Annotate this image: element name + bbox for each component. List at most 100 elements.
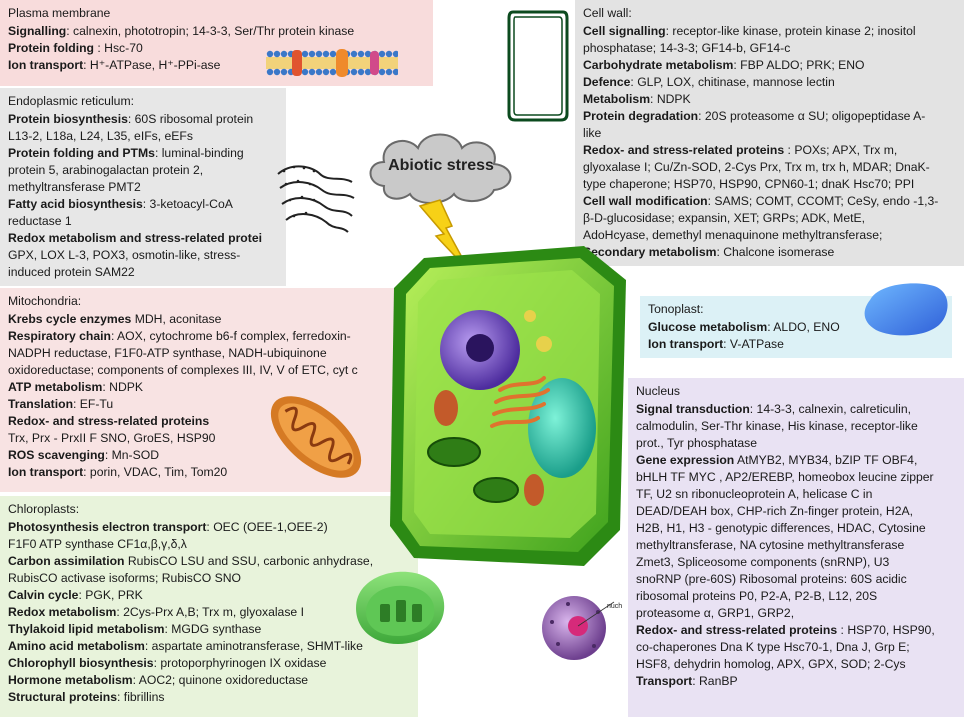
category-label: Gene expression — [636, 453, 735, 467]
tonoplast-icon — [864, 283, 948, 336]
entry-line: Gene expression AtMYB2, MYB34, bZIP TF O… — [636, 452, 956, 469]
protein-list: L13-2, L18a, L24, L35, eIFs, eEFs — [8, 129, 193, 143]
entry-line: Redox- and stress-related proteins — [8, 413, 406, 430]
entry-line: induced protein SAM22 — [8, 264, 278, 281]
nucleus-title: Nucleus — [636, 384, 681, 398]
entry-line: Structural proteins: fibrillins — [8, 689, 410, 706]
protein-list: reductase 1 — [8, 214, 72, 228]
nucleus-icon — [542, 596, 615, 660]
entry-line: Glucose metabolism: ALDO, ENO — [648, 319, 944, 336]
protein-list: Trx, Prx - PrxII F SNO, GroES, HSP90 — [8, 431, 216, 445]
protein-list: methyltransferase, NA cytosine methyltra… — [636, 538, 905, 552]
category-label: Defence — [583, 75, 631, 89]
category-label: Redox- and stress-related proteins — [636, 623, 838, 637]
protein-list: HSF8, dehydrin homolog, APX, GPX, SOD; 2… — [636, 657, 906, 671]
entry-line: Signal transduction: 14-3-3, calnexin, c… — [636, 401, 956, 418]
category-label: Protein folding — [8, 41, 94, 55]
protein-list: : receptor-like kinase, protein kinase 2… — [665, 24, 916, 38]
entry-line: Protein folding and PTMs: luminal-bindin… — [8, 145, 278, 162]
entry-line: snoRNP (pre-60S) Ribosomal proteins: 60S… — [636, 571, 956, 588]
category-label: Thylakoid lipid metabolism — [8, 622, 165, 636]
protein-list: oxidoreductase; components of complexes … — [8, 363, 358, 377]
protein-list: GPX, LOX L-3, POX3, osmotin-like, stress… — [8, 248, 241, 262]
stress-cloud-icon — [369, 133, 512, 204]
entry-line: Zmet3, Spliceosome components (snRNP), U… — [636, 554, 956, 571]
entry-line: Defence: GLP, LOX, chitinase, mannose le… — [583, 74, 956, 91]
protein-list: methyltransferase PMT2 — [8, 180, 141, 194]
protein-list: : EF-Tu — [73, 397, 114, 411]
category-label: Photosynthesis electron transport — [8, 520, 207, 534]
entry-line: NADPH reductase, F1F0-ATP synthase, NADH… — [8, 345, 406, 362]
entry-line: Protein degradation: 20S proteasome α SU… — [583, 108, 956, 125]
chloroplasts-title: Chloroplasts: — [8, 502, 80, 516]
protein-list: TF, U2 sn ribonucleoprotein A, helicase … — [636, 487, 873, 501]
entry-line: type chaperone; HSP70, HSP90, CPN60-1; d… — [583, 176, 956, 193]
protein-list: MDH, aconitase — [131, 312, 222, 326]
category-label: Protein degradation — [583, 109, 699, 123]
protein-list: : FBP ALDO; PRK; ENO — [733, 58, 865, 72]
entry-line: like — [583, 125, 956, 142]
protein-list: AdoHcyase, demethyl menaquinone methyltr… — [583, 228, 883, 242]
entry-line: proteasome α, GRP1, GRP2, — [636, 605, 956, 622]
protein-list: NADPH reductase, F1F0-ATP synthase, NADH… — [8, 346, 327, 360]
category-label: ATP metabolism — [8, 380, 103, 394]
protein-list: : NDPK — [102, 380, 144, 394]
category-label: Structural proteins — [8, 690, 118, 704]
protein-list: : SAMS; COMT, CCOMT; CeSy, endo -1,3- — [707, 194, 939, 208]
endoplasmic-reticulum-panel: Endoplasmic reticulum: Protein biosynthe… — [0, 88, 286, 286]
protein-list: protein 5, arabinogalactan protein 2, — [8, 163, 204, 177]
protein-list: : calnexin, phototropin; 14-3-3, Ser/Thr… — [66, 24, 355, 38]
category-label: Chlorophyll biosynthesis — [8, 656, 154, 670]
entry-line: Cell wall modification: SAMS; COMT, CCOM… — [583, 193, 956, 210]
protein-list: RubisCO LSU and SSU, carbonic anhydrase, — [124, 554, 374, 568]
entry-line: Trx, Prx - PrxII F SNO, GroES, HSP90 — [8, 430, 406, 447]
protein-list: type chaperone; HSP70, HSP90, CPN60-1; d… — [583, 177, 915, 191]
entry-line: oxidoreductase; components of complexes … — [8, 362, 406, 379]
entry-line: methyltransferase PMT2 — [8, 179, 278, 196]
protein-list: : 14-3-3, calnexin, calreticulin, — [749, 402, 911, 416]
category-label: Redox metabolism and stress-related prot… — [8, 231, 262, 245]
endoplasmic-reticulum-icon — [277, 165, 355, 233]
entry-line: glyoxalase I; Cu/Zn-SOD, 2-Cys Prx, Trx … — [583, 159, 956, 176]
category-label: Protein biosynthesis — [8, 112, 128, 126]
category-label: Hormone metabolism — [8, 673, 133, 687]
category-label: Amino acid metabolism — [8, 639, 145, 653]
cell-wall-title: Cell wall: — [583, 6, 632, 20]
protein-list: co-chaperones Dna K type Hsc70-1, Dna J,… — [636, 640, 910, 654]
protein-list: phosphatase; 14-3-3; GF14-b, GF14-c — [583, 41, 791, 55]
protein-list: : V-ATPase — [723, 337, 784, 351]
entry-line: ROS scavenging: Mn-SOD — [8, 447, 406, 464]
entry-line: TF, U2 sn ribonucleoprotein A, helicase … — [636, 486, 956, 503]
category-label: Redox- and stress-related proteins — [583, 143, 785, 157]
entry-line: phosphatase; 14-3-3; GF14-b, GF14-c — [583, 40, 956, 57]
protein-list: Zmet3, Spliceosome components (snRNP), U… — [636, 555, 890, 569]
lipid-bilayer-icon — [266, 49, 398, 77]
chloroplasts-panel: Chloroplasts: Photosynthesis electron tr… — [0, 496, 418, 717]
mitochondrion-icon — [270, 396, 362, 478]
entry-line: Calvin cycle: PGK, PRK — [8, 587, 410, 604]
protein-list: : AOX, cytochrome b6-f complex, ferredox… — [110, 329, 351, 343]
protein-list: : Chalcone isomerase — [716, 245, 835, 259]
entry-line: Ion transport: V-ATPase — [648, 336, 944, 353]
category-label: Redox- and stress-related proteins — [8, 414, 210, 428]
entry-line: Hormone metabolism: AOC2; quinone oxidor… — [8, 672, 410, 689]
protein-list: proteasome α, GRP1, GRP2, — [636, 606, 795, 620]
entry-line: H2B, H1, H3 - genotypic differences, HDA… — [636, 520, 956, 537]
protein-list: : 20S proteasome α SU; oligopeptidase A- — [698, 109, 926, 123]
tonoplast-title: Tonoplast: — [648, 302, 704, 316]
entry-line: Amino acid metabolism: aspartate aminotr… — [8, 638, 410, 655]
protein-list: : 2Cys-Prx A,B; Trx m, glyoxalase I — [116, 605, 304, 619]
protein-list: : NDPK — [650, 92, 691, 106]
entry-line: prot., Tyr phosphatase — [636, 435, 956, 452]
entry-line: Protein folding : Hsc-70 — [8, 40, 425, 57]
protein-list: prot., Tyr phosphatase — [636, 436, 758, 450]
category-label: Carbon assimilation — [8, 554, 125, 568]
protein-list: : AOC2; quinone oxidoreductase — [132, 673, 309, 687]
protein-list: : protoporphyrinogen IX oxidase — [153, 656, 327, 670]
entry-line: F1F0 ATP synthase CF1α,β,γ,δ,λ — [8, 536, 410, 553]
plant-cell-icon — [390, 246, 626, 566]
protein-list: : OEC (OEE-1,OEE-2) — [206, 520, 328, 534]
entry-line: Translation: EF-Tu — [8, 396, 406, 413]
entry-line: GPX, LOX L-3, POX3, osmotin-like, stress… — [8, 247, 278, 264]
entry-line: Krebs cycle enzymes MDH, aconitase — [8, 311, 406, 328]
